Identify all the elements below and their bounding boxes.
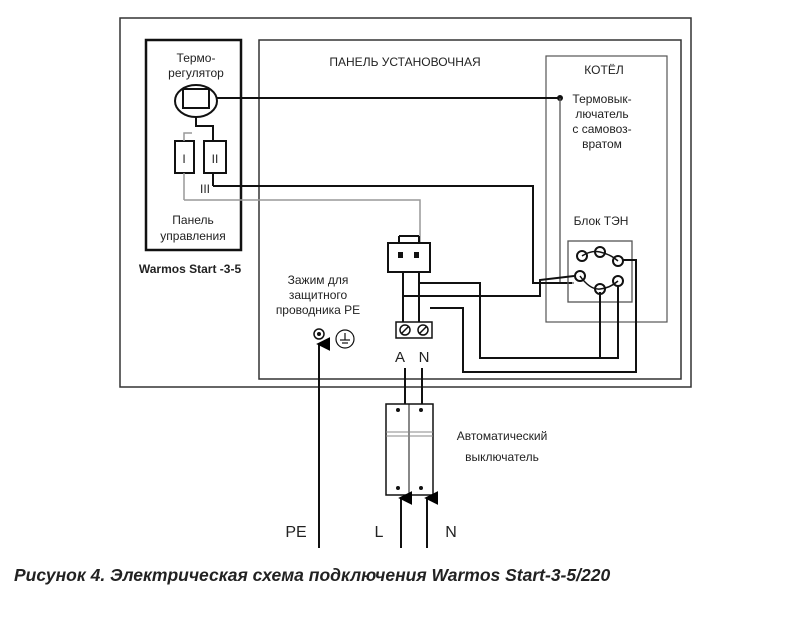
terminal-a-label: A — [395, 349, 405, 366]
input-pe-label: PE — [285, 524, 306, 541]
control-panel-frame — [144, 38, 243, 252]
contact-II-label: II — [212, 152, 219, 166]
input-l-label: L — [375, 524, 384, 541]
model-label: Warmos Start -3-5 — [139, 262, 242, 276]
contactor-block — [387, 242, 431, 273]
installation-panel-frame — [258, 39, 682, 380]
heater-block-label: Блок ТЭН — [574, 214, 629, 228]
thermal-cutout-label-3: с самовоз- — [572, 122, 631, 136]
heater-terminal — [576, 250, 588, 262]
terminal-block — [395, 321, 433, 339]
contact-I-label: I — [182, 152, 185, 166]
figure-caption: Рисунок 4. Электрическая схема подключен… — [14, 565, 610, 585]
contact-III-label: III — [200, 182, 210, 196]
boiler-frame — [545, 55, 668, 323]
terminal-n-label: N — [419, 349, 430, 366]
installation-panel-title: ПАНЕЛЬ УСТАНОВОЧНАЯ — [329, 55, 480, 69]
ground-icon — [335, 329, 355, 349]
thermal-cutout-label-1: Термовык- — [572, 92, 631, 106]
thermostat-body — [182, 88, 210, 109]
pe-clamp-label-2: защитного — [289, 288, 348, 302]
boiler-title: КОТЁЛ — [584, 63, 623, 77]
breaker-label-2: выключатель — [465, 450, 539, 464]
thermal-cutout-label-2: лючатель — [575, 107, 628, 121]
thermostat-label-1: Термо- — [177, 51, 216, 65]
control-panel-label-1: Панель — [172, 213, 213, 227]
contact-II — [203, 140, 227, 174]
thermostat-label-2: регулятор — [168, 66, 224, 80]
breaker-label-1: Автоматический — [457, 429, 548, 443]
pe-clamp-label-1: Зажим для — [288, 273, 349, 287]
control-panel-label-2: управления — [160, 229, 225, 243]
input-n-label: N — [445, 524, 457, 541]
thermal-cutout-label-4: вратом — [582, 137, 622, 151]
pe-clamp-label-3: проводника PE — [276, 303, 360, 317]
